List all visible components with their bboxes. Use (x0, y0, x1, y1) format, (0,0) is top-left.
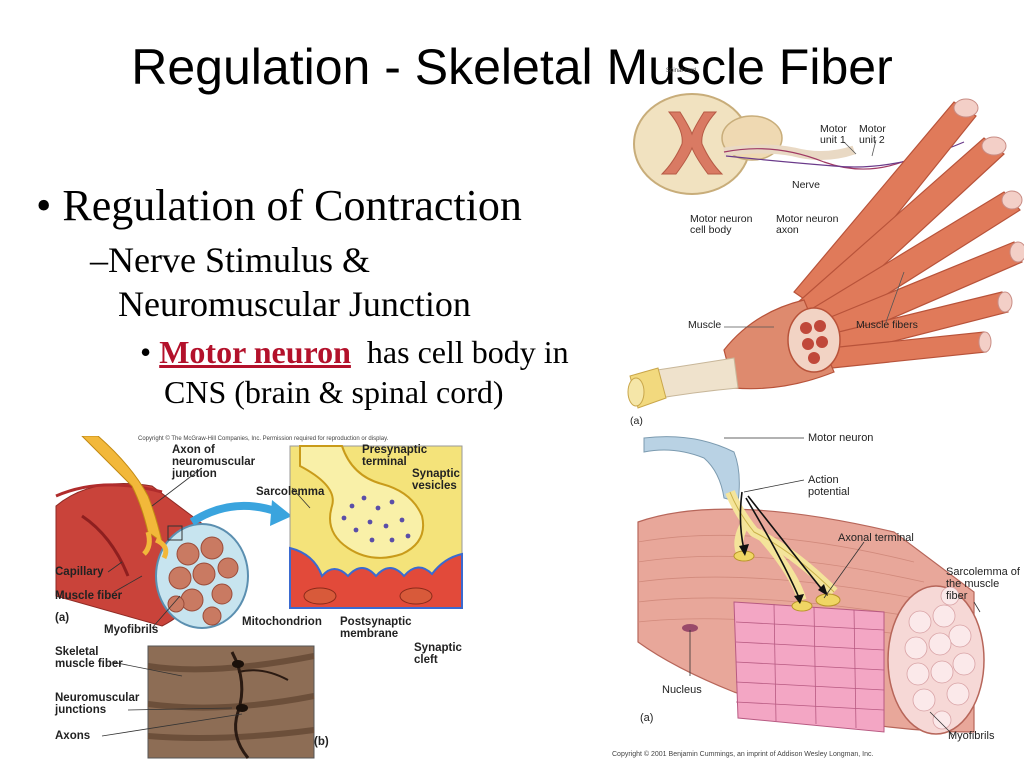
label-capillary: Capillary (55, 566, 104, 578)
label-panel-a-top: (a) (630, 415, 643, 427)
label-motor-neuron-cell-body: Motor neuron cell body (690, 213, 753, 236)
label-sarcolemma-muscle-fiber: Sarcolemma of the muscle fiber (946, 566, 1020, 602)
label-axons: Axons (55, 730, 91, 742)
label-neuromuscular-junctions: Neuromuscular junctions (55, 692, 140, 716)
label-motor-neuron-axon: Motor neuron axon (776, 213, 839, 236)
motor-unit-illustration (627, 93, 1024, 409)
label-panel-a-bottom: (a) (640, 712, 654, 724)
neuromuscular-junction-illustration (55, 436, 463, 759)
bullet-dot: • (36, 181, 52, 230)
label-skeletal-muscle-fiber: Skeletal muscle fiber (55, 646, 123, 670)
label-nucleus: Nucleus (662, 684, 702, 696)
label-motor-neuron: Motor neuron (808, 432, 874, 444)
motor-neuron-term: Motor neuron (159, 334, 351, 370)
bullet-text-nmj: Neuromuscular Junction (118, 284, 471, 324)
label-synaptic-cleft: Synaptic cleft (414, 642, 462, 666)
bullet-level-1: • Regulation of Contraction (36, 180, 522, 231)
label-presynaptic-terminal: Presynaptic terminal (362, 444, 428, 468)
slide-title: Regulation - Skeletal Muscle Fiber (131, 39, 893, 95)
label-axon-nmj: Axon of neuromuscular junction (172, 444, 256, 480)
label-myofibrils-right: Myofibrils (948, 730, 995, 742)
axonal-terminal-illustration (637, 436, 985, 737)
label-muscle-fiber: Muscle fiber (55, 590, 123, 602)
left-figure-copyright: Copyright © The McGraw-Hill Companies, I… (138, 436, 389, 442)
bullet-dash: – (90, 240, 108, 280)
bullet-text-regulation: Regulation of Contraction (62, 181, 522, 230)
label-synaptic-vesicles: Synaptic vesicles (412, 468, 460, 492)
label-postsynaptic-membrane: Postsynaptic membrane (340, 616, 412, 640)
label-nerve: Nerve (792, 179, 821, 191)
bottom-right-copyright: Copyright © 2001 Benjamin Cummings, an i… (612, 751, 874, 758)
label-panel-a-left: (a) (55, 612, 70, 624)
label-sarcolemma-left: Sarcolemma (256, 486, 325, 498)
bullet-level-2: –Nerve Stimulus & Neuromuscular Junction (90, 238, 471, 326)
label-motor-unit-2: Motor unit 2 (859, 123, 886, 146)
bullet-text-cns: CNS (brain & spinal cord) (164, 374, 504, 410)
label-motor-unit-1: Motor unit 1 (820, 123, 847, 146)
label-mitochondrion: Mitochondrion (242, 616, 322, 628)
label-muscle: Muscle (688, 319, 722, 331)
bullet-dot-small: • (140, 334, 152, 370)
label-muscle-fibers: Muscle fibers (856, 319, 918, 331)
bullet-level-3: • Motor neuron has cell body in CNS (bra… (140, 332, 569, 412)
bullet-text-nerve: Nerve Stimulus & (108, 240, 370, 280)
label-spinal-cord: Spinal cord (666, 68, 697, 74)
label-myofibrils-left: Myofibrils (104, 624, 159, 636)
label-action-potential: Action potential (808, 474, 850, 498)
label-axonal-terminal: Axonal terminal (838, 532, 914, 544)
bullet-text-cellbody: has cell body in (366, 334, 569, 370)
label-panel-b: (b) (314, 736, 329, 748)
